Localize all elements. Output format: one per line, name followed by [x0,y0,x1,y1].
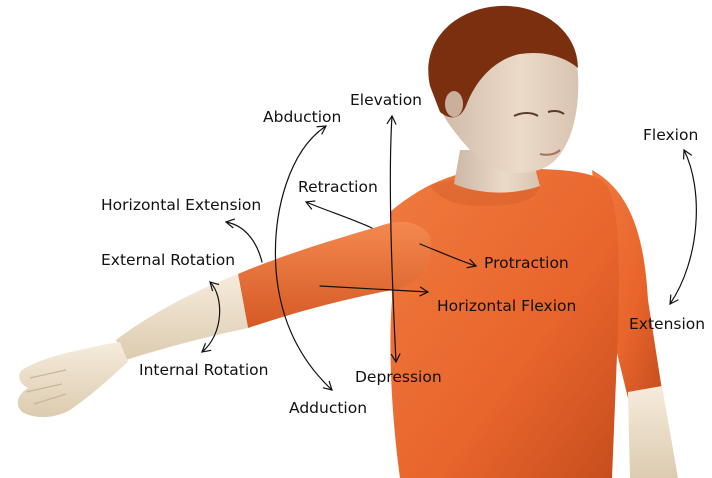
label-retraction: Retraction [298,180,378,196]
retraction-arrow [306,202,372,228]
label-abduction: Abduction [263,110,341,126]
ear [445,91,463,117]
label-horizontal-flexion: Horizontal Flexion [437,299,576,315]
head [428,6,578,173]
label-elevation: Elevation [350,93,422,109]
label-flexion: Flexion [643,128,698,144]
label-protraction: Protraction [484,256,569,272]
label-adduction: Adduction [289,401,367,417]
label-internal-rotation: Internal Rotation [139,363,269,379]
label-extension: Extension [629,317,705,333]
label-external-rotation: External Rotation [101,253,235,269]
flexion-extension-arrow [670,150,696,304]
label-depression: Depression [355,370,442,386]
torso [390,168,619,478]
label-horizontal-extension: Horizontal Extension [101,198,261,214]
right-forearm [628,386,678,478]
left-forearm [116,274,248,360]
left-hand [18,342,128,417]
